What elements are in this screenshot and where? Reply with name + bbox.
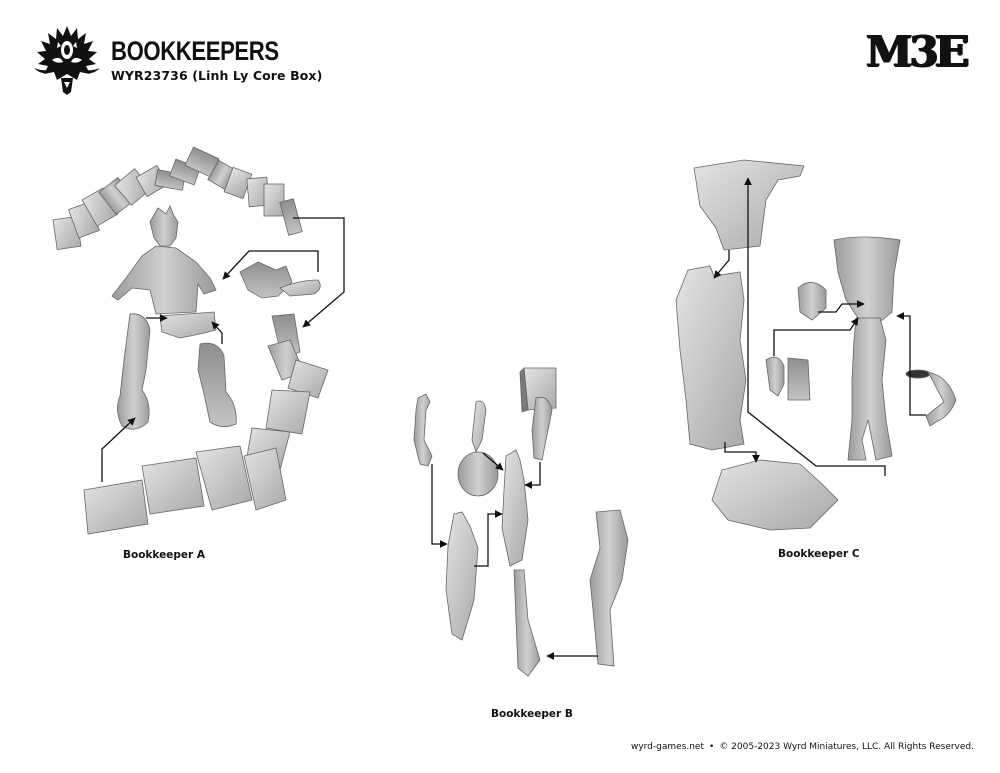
dragon-lotus-emblem-icon — [34, 26, 100, 95]
book-arm-part — [765, 356, 811, 401]
model-label-bookkeeper-b: Bookkeeper B — [491, 708, 573, 720]
front-robe-part — [445, 511, 479, 641]
model-label-bookkeeper-c: Bookkeeper C — [778, 548, 860, 560]
book-column-base-part — [711, 459, 839, 531]
open-book-arm-part — [239, 261, 321, 299]
plate-arm-part — [905, 369, 957, 427]
back-robe-body-part — [501, 449, 541, 677]
hips-part — [159, 311, 217, 339]
bookkeeper-c-arrows — [713, 177, 926, 476]
book-arc-part — [52, 146, 303, 250]
bookkeeper-c-parts — [675, 159, 957, 531]
copyright-text: © 2005-2023 Wyrd Miniatures, LLC. All Ri… — [719, 742, 974, 752]
bookkeeper-b-arrows — [431, 452, 598, 660]
book-stack-base-part — [83, 313, 329, 535]
bookkeeper-a-arrows — [101, 217, 345, 482]
book-column-middle-part — [675, 265, 747, 451]
bookkeeper-b-parts — [413, 367, 629, 677]
page-title: BOOKKEEPERS — [111, 36, 279, 66]
raised-arm-part — [413, 393, 433, 467]
book-column-top-part — [693, 159, 805, 251]
left-leg-part — [117, 313, 151, 430]
footer-separator: • — [709, 742, 715, 752]
footer: wyrd-games.net • © 2005-2023 Wyrd Miniatur… — [631, 742, 974, 752]
right-leg-part — [197, 342, 237, 427]
book-holding-arm-part — [519, 367, 557, 461]
product-code-subtitle: WYR23736 (Linh Ly Core Box) — [111, 68, 323, 83]
torso-part — [111, 205, 217, 315]
bookkeeper-a-parts — [52, 146, 329, 535]
head-with-quill-part — [457, 400, 499, 497]
model-label-bookkeeper-a: Bookkeeper A — [123, 549, 205, 561]
website-link[interactable]: wyrd-games.net — [630, 742, 704, 752]
body-with-banner-part — [833, 236, 901, 461]
head-with-goggles-part — [797, 282, 827, 321]
m3e-logo-icon: M3E — [866, 27, 970, 76]
book-trail-base-part — [589, 509, 629, 667]
